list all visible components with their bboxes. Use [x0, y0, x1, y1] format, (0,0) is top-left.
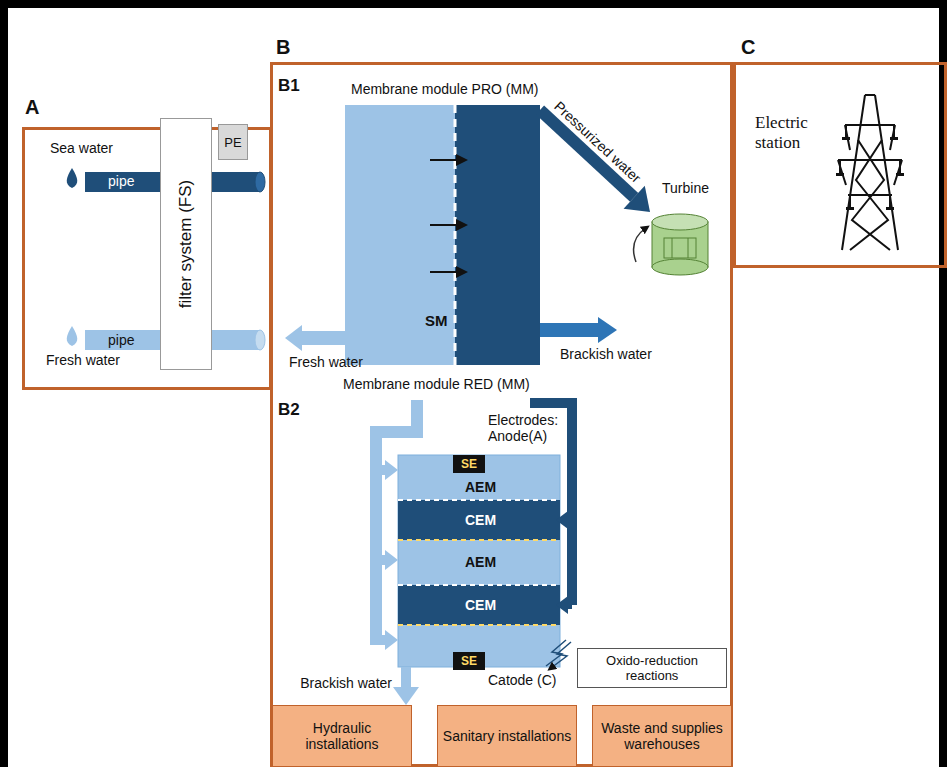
node-text: SM [425, 312, 448, 329]
node-text: C [741, 36, 755, 59]
node-text: filter system (FS) [176, 180, 196, 308]
label: Fresh water [289, 354, 363, 370]
node-text: B [276, 36, 290, 59]
installation-box: Waste and supplies warehouses [592, 705, 732, 767]
label: CEM [465, 512, 496, 528]
label: B1 [278, 76, 300, 96]
label: Catode (C) [488, 672, 556, 688]
label: Fresh water [46, 352, 120, 368]
installation-box: Sanitary installations [437, 705, 577, 767]
node-text: Oxido-reduction reactions [581, 653, 723, 683]
edge-label: Brackish water [300, 675, 392, 691]
node-text: SE [461, 457, 477, 471]
node-text: SE [461, 654, 477, 668]
electrode-box: SE [453, 455, 485, 473]
node-text: Membrane module PRO (MM) [351, 81, 539, 97]
label: B2 [278, 400, 300, 420]
label: CEM [465, 597, 496, 613]
node-text: Waste and supplies warehouses [596, 720, 728, 752]
panel: Afilter system (FS)PE [22, 127, 272, 390]
label: Electrodes: [488, 412, 558, 428]
panel: C [733, 62, 947, 268]
edge-label: Pressurized water [551, 98, 644, 186]
flow-arrow [540, 110, 650, 212]
flow-arrow [393, 667, 419, 705]
membrane-module: Membrane module PRO (MM) SM [345, 80, 540, 365]
node-text: Sanitary installations [443, 728, 571, 744]
pe-box: PE [218, 124, 248, 160]
node-text: A [25, 96, 39, 119]
label: Anode(A) [488, 428, 547, 444]
process-box: Oxido-reduction reactions [577, 648, 727, 688]
label: pipe [108, 332, 134, 348]
installation-box: Hydraulic installations [272, 705, 412, 767]
node-text: PE [224, 135, 241, 150]
node-text: Membrane module RED (MM) [343, 376, 530, 392]
label: AEM [465, 479, 496, 495]
label: pipe [108, 173, 134, 189]
label: AEM [465, 554, 496, 570]
filter-box: filter system (FS) [160, 118, 212, 370]
label: Brackish water [560, 346, 652, 362]
electrode-box: SE [453, 652, 485, 670]
label: Sea water [50, 140, 113, 156]
node-text: Hydraulic installations [276, 720, 408, 752]
node-text: Turbine [662, 180, 709, 196]
turbine: Turbine [640, 180, 720, 285]
label: Electric station [755, 113, 835, 154]
